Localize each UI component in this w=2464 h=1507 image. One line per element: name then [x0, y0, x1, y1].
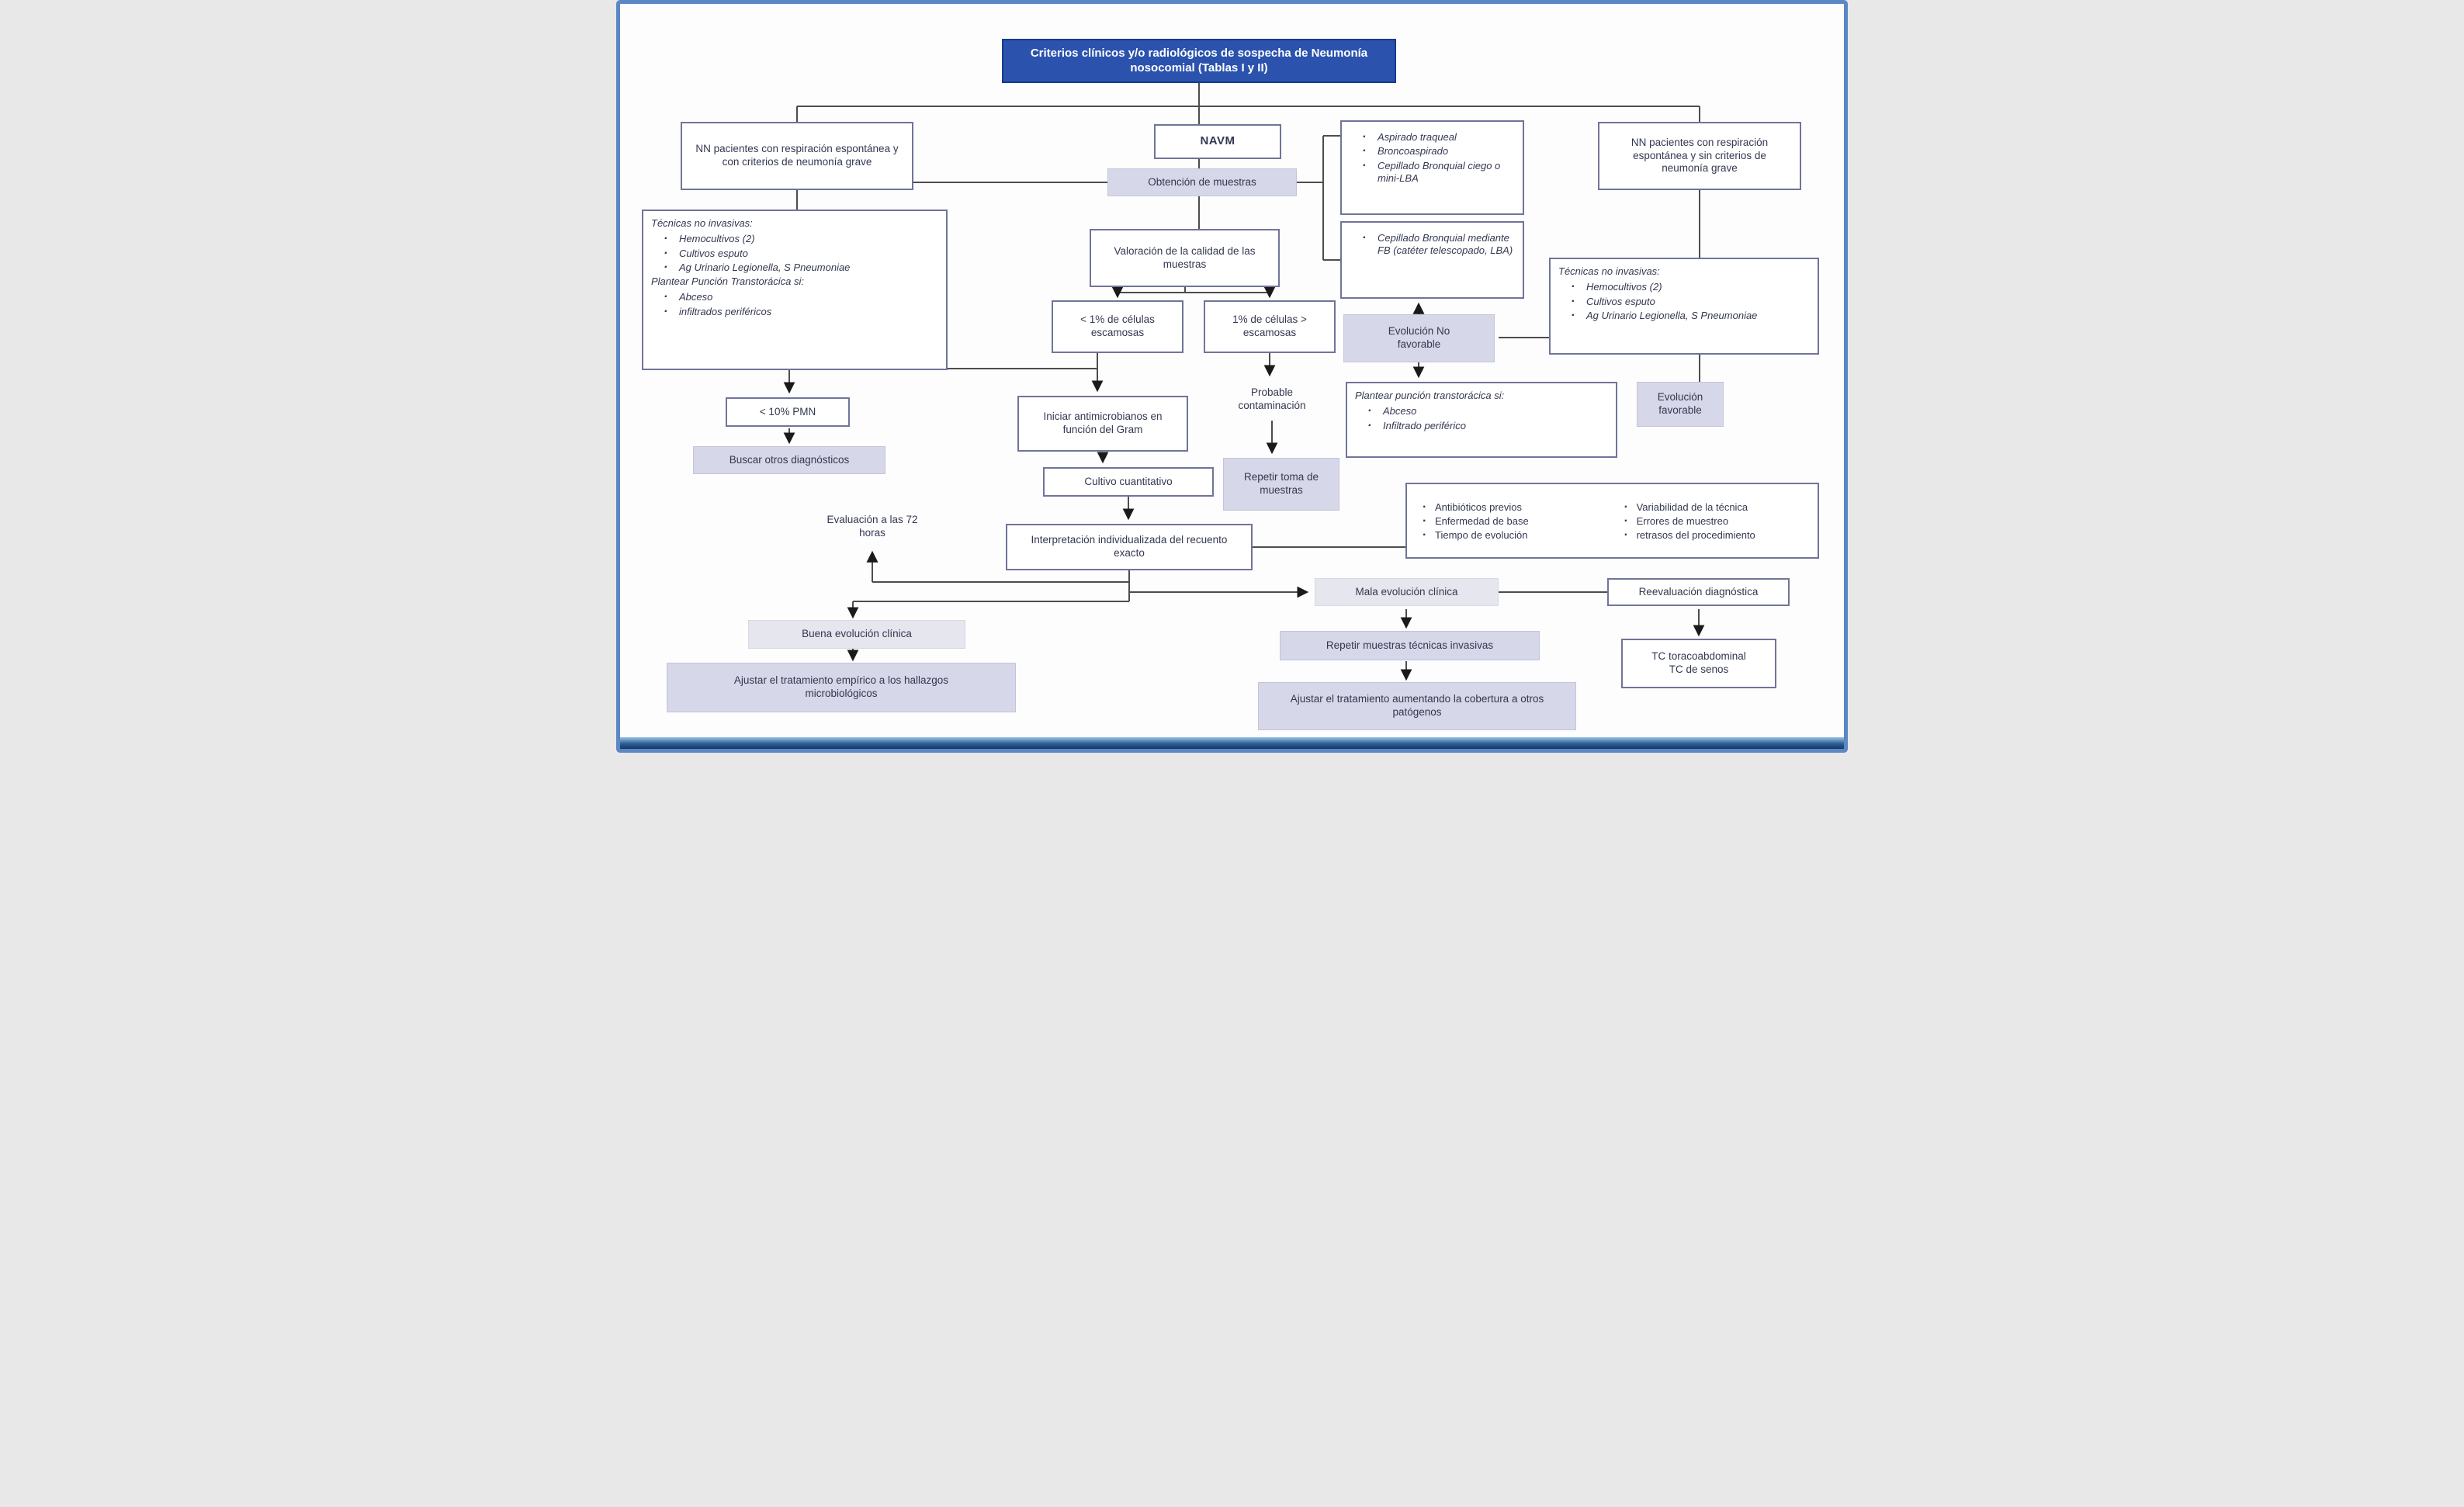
list-item: Antibióticos previos — [1415, 500, 1608, 515]
flowchart-canvas: Criterios clínicos y/o radiológicos de s… — [616, 0, 1848, 753]
list-item: Abceso — [1355, 404, 1611, 419]
node-nn-con-criterios: NN pacientes con respiración espontánea … — [681, 122, 913, 190]
node-probable-contaminacion: Probable contaminación — [1218, 379, 1326, 420]
node-label: Buena evolución clínica — [802, 628, 912, 640]
node-label: Interpretación individualizada del recue… — [1031, 534, 1228, 559]
list-item: Aspirado traqueal — [1350, 130, 1518, 145]
list-item: Variabilidad de la técnica — [1617, 500, 1810, 515]
list-item: Ag Urinario Legionella, S Pneumoniae — [1558, 308, 1813, 324]
node-ajustar-empirico: Ajustar el tratamiento empírico a los ha… — [667, 663, 1016, 712]
list-item: retrasos del procedimiento — [1617, 528, 1810, 543]
bottom-blue-bar — [620, 737, 1844, 749]
bullet-list: Abceso infiltrados periféricos — [651, 289, 941, 320]
node-label: Cultivo cuantitativo — [1084, 475, 1173, 487]
node-iniciar-antimicrobianos: Iniciar antimicrobianos en función del G… — [1017, 396, 1188, 452]
bullet-list: Variabilidad de la técnica Errores de mu… — [1617, 500, 1810, 544]
node-label: TC toracoabdominal — [1651, 650, 1746, 663]
node-label: < 10% PMN — [759, 405, 816, 417]
node-buscar-otros-diagnosticos: Buscar otros diagnósticos — [693, 446, 885, 474]
list-item: Tiempo de evolución — [1415, 528, 1608, 543]
node-evolucion-favorable: Evolución favorable — [1637, 382, 1724, 427]
node-buena-evolucion: Buena evolución clínica — [748, 620, 965, 649]
list-item: Hemocultivos (2) — [651, 231, 941, 247]
node-tc-toracoabdominal: TC toracoabdominal TC de senos — [1621, 639, 1776, 688]
node-label: Buscar otros diagnósticos — [729, 453, 850, 466]
bullet-list: Cepillado Bronquial mediante FB (catéter… — [1350, 230, 1518, 259]
list-heading: Plantear punción transtorácica si: — [1355, 390, 1505, 401]
bullet-list: Abceso Infiltrado periférico — [1355, 404, 1611, 434]
node-label: Ajustar el tratamiento aumentando la cob… — [1290, 693, 1544, 718]
list-item: Infiltrado periférico — [1355, 417, 1611, 433]
bullet-list: Hemocultivos (2) Cultivos esputo Ag Urin… — [651, 231, 941, 275]
node-evolucion-no-favorable: Evolución No favorable — [1343, 314, 1495, 362]
node-menos-10pct-pmn: < 10% PMN — [726, 397, 850, 427]
node-repetir-toma-muestras: Repetir toma de muestras — [1223, 458, 1339, 511]
list-item: Enfermedad de base — [1415, 514, 1608, 529]
list-heading: Técnicas no invasivas: — [651, 217, 753, 229]
node-1pct-escamosas: 1% de células > escamosas — [1204, 300, 1336, 353]
node-label: 1% de células > escamosas — [1232, 314, 1307, 338]
node-label: Repetir muestras técnicas invasivas — [1326, 639, 1494, 651]
node-factores-interpretacion: Antibióticos previos Enfermedad de base … — [1405, 483, 1819, 559]
list-item: Cultivos esputo — [651, 245, 941, 261]
node-label: NAVM — [1200, 134, 1235, 148]
node-label: Valoración de la calidad de las muestras — [1114, 244, 1256, 270]
node-label: NN pacientes con respiración espontánea … — [695, 143, 899, 168]
node-label: Reevaluación diagnóstica — [1638, 585, 1759, 598]
list-heading: Plantear Punción Transtorácica si: — [651, 275, 805, 287]
node-tecnicas-no-invasivas-der: Técnicas no invasivas: Hemocultivos (2) … — [1549, 258, 1819, 355]
list-item: Cultivos esputo — [1558, 293, 1813, 309]
node-label: Obtención de muestras — [1148, 175, 1256, 188]
node-cultivo-cuantitativo: Cultivo cuantitativo — [1043, 467, 1214, 497]
node-menos-1pct-escamosas: < 1% de células escamosas — [1052, 300, 1183, 353]
list-item: Abceso — [651, 289, 941, 305]
node-evaluacion-72-horas: Evaluación a las 72 horas — [818, 507, 927, 547]
node-plantear-puncion: Plantear punción transtorácica si: Abces… — [1346, 382, 1617, 458]
node-reevaluacion-diagnostica: Reevaluación diagnóstica — [1607, 578, 1790, 606]
node-label: Probable contaminación — [1238, 386, 1306, 411]
node-muestras-endotraqueales: Aspirado traqueal Broncoaspirado Cepilla… — [1340, 120, 1524, 215]
list-item: Broncoaspirado — [1350, 144, 1518, 159]
node-obtencion-muestras: Obtención de muestras — [1107, 168, 1297, 196]
node-muestras-fibrobroncoscopia: Cepillado Bronquial mediante FB (catéter… — [1340, 221, 1524, 299]
bullet-list: Antibióticos previos Enfermedad de base … — [1415, 500, 1608, 544]
node-mala-evolucion: Mala evolución clínica — [1315, 578, 1499, 606]
node-valoracion-calidad: Valoración de la calidad de las muestras — [1090, 229, 1280, 287]
node-label: Ajustar el tratamiento empírico a los ha… — [733, 674, 949, 699]
list-item: infiltrados periféricos — [651, 303, 941, 319]
bullet-list: Aspirado traqueal Broncoaspirado Cepilla… — [1350, 130, 1518, 186]
node-label: NN pacientes con respiración espontánea … — [1631, 136, 1769, 175]
node-label: TC de senos — [1669, 663, 1729, 675]
node-label: Mala evolución clínica — [1355, 585, 1458, 598]
node-tecnicas-no-invasivas-izq: Técnicas no invasivas: Hemocultivos (2) … — [642, 210, 948, 370]
node-nn-sin-criterios: NN pacientes con respiración espontánea … — [1598, 122, 1801, 190]
node-label: Repetir toma de muestras — [1243, 471, 1319, 496]
list-heading: Técnicas no invasivas: — [1558, 265, 1660, 277]
list-item: Hemocultivos (2) — [1558, 279, 1813, 295]
node-label: Evolución favorable — [1657, 391, 1703, 416]
node-repetir-muestras-invasivas: Repetir muestras técnicas invasivas — [1280, 631, 1540, 660]
node-label: < 1% de células escamosas — [1080, 314, 1155, 338]
node-title: Criterios clínicos y/o radiológicos de s… — [1002, 39, 1396, 83]
node-label: Evolución No favorable — [1388, 325, 1450, 350]
node-ajustar-cobertura: Ajustar el tratamiento aumentando la cob… — [1258, 682, 1576, 730]
list-item: Ag Urinario Legionella, S Pneumoniae — [651, 260, 941, 275]
list-item: Errores de muestreo — [1617, 514, 1810, 529]
node-navm: NAVM — [1154, 124, 1281, 159]
node-interpretacion-recuento: Interpretación individualizada del recue… — [1006, 524, 1253, 570]
bullet-list: Hemocultivos (2) Cultivos esputo Ag Urin… — [1558, 279, 1813, 324]
node-label: Evaluación a las 72 horas — [827, 514, 918, 539]
node-label: Iniciar antimicrobianos en función del G… — [1043, 411, 1163, 435]
list-item: Cepillado Bronquial mediante FB (catéter… — [1350, 230, 1518, 258]
list-item: Cepillado Bronquial ciego o mini-LBA — [1350, 158, 1518, 185]
title-text: Criterios clínicos y/o radiológicos de s… — [1030, 46, 1368, 74]
